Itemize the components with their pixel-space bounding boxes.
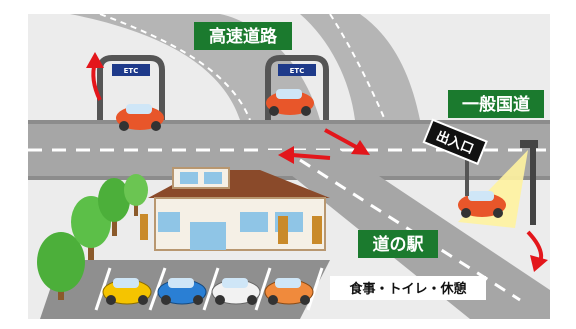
etc-label-right: ETC — [290, 67, 305, 75]
expressway-label: 高速道路 — [209, 26, 278, 47]
tree-icon — [98, 178, 130, 236]
arrow-icon — [351, 140, 370, 155]
arrow-icon — [324, 128, 359, 150]
car-icon — [458, 191, 506, 218]
station-building — [140, 167, 330, 251]
etc-gate-right: ETC — [265, 55, 329, 120]
arrow-icon — [86, 52, 104, 68]
lamp-post-icon — [520, 140, 538, 225]
car-icon — [264, 278, 314, 305]
roadside-station-label: 道の駅 — [373, 234, 425, 255]
tree-icon — [124, 174, 148, 216]
car-icon — [157, 278, 207, 305]
arrow-icon — [278, 146, 294, 164]
car-icon — [102, 278, 152, 305]
car-icon — [116, 104, 164, 131]
car-icon — [211, 278, 261, 305]
arrow-icon — [291, 153, 331, 160]
expressway-sign: 高速道路 — [194, 22, 292, 50]
roadside-station-sign: 道の駅 — [358, 230, 438, 258]
services-label-box: 食事・トイレ・休憩 — [330, 276, 486, 300]
etc-gate-icon — [278, 64, 316, 76]
tree-icon — [37, 232, 85, 300]
national-road-label: 一般国道 — [462, 94, 530, 115]
etc-label-left: ETC — [124, 67, 139, 75]
services-label: 食事・トイレ・休憩 — [349, 281, 466, 297]
arrow-icon — [530, 255, 548, 272]
etc-gate-icon — [112, 64, 150, 76]
national-road-sign: 一般国道 — [448, 90, 544, 118]
car-icon — [266, 89, 314, 116]
